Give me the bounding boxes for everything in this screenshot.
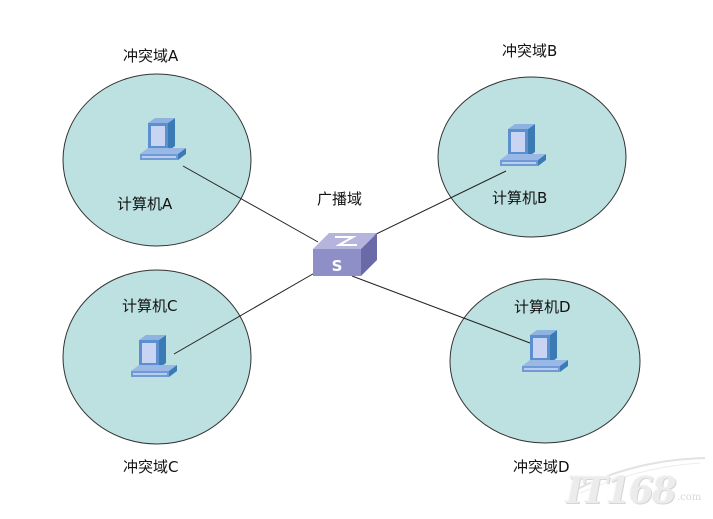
computer-d-label: 计算机D (514, 298, 571, 316)
watermark-logo: IT168 (566, 470, 677, 512)
collision-domain-a-label: 冲突域A (123, 47, 179, 65)
collision-domain-b-label: 冲突域B (502, 42, 558, 60)
computer-a-label: 计算机A (117, 195, 173, 213)
watermark-suffix: .com (677, 492, 702, 503)
link-a-switch (182, 165, 319, 243)
computer-b-label: 计算机B (492, 189, 548, 207)
broadcast-domain-label: 广播域 (317, 190, 363, 208)
link-d-switch (351, 275, 531, 344)
collision-domain-d-label: 冲突域D (513, 458, 570, 476)
computer-c-label: 计算机C (122, 297, 178, 315)
collision-domain-c-label: 冲突域C (123, 458, 179, 476)
link-b-switch (367, 170, 507, 239)
watermark-swoosh (569, 457, 706, 494)
switch-icon: S (313, 233, 377, 276)
collision-domain-a-area (62, 73, 252, 247)
switch-glyph: S (332, 257, 343, 275)
link-c-switch (173, 270, 319, 355)
